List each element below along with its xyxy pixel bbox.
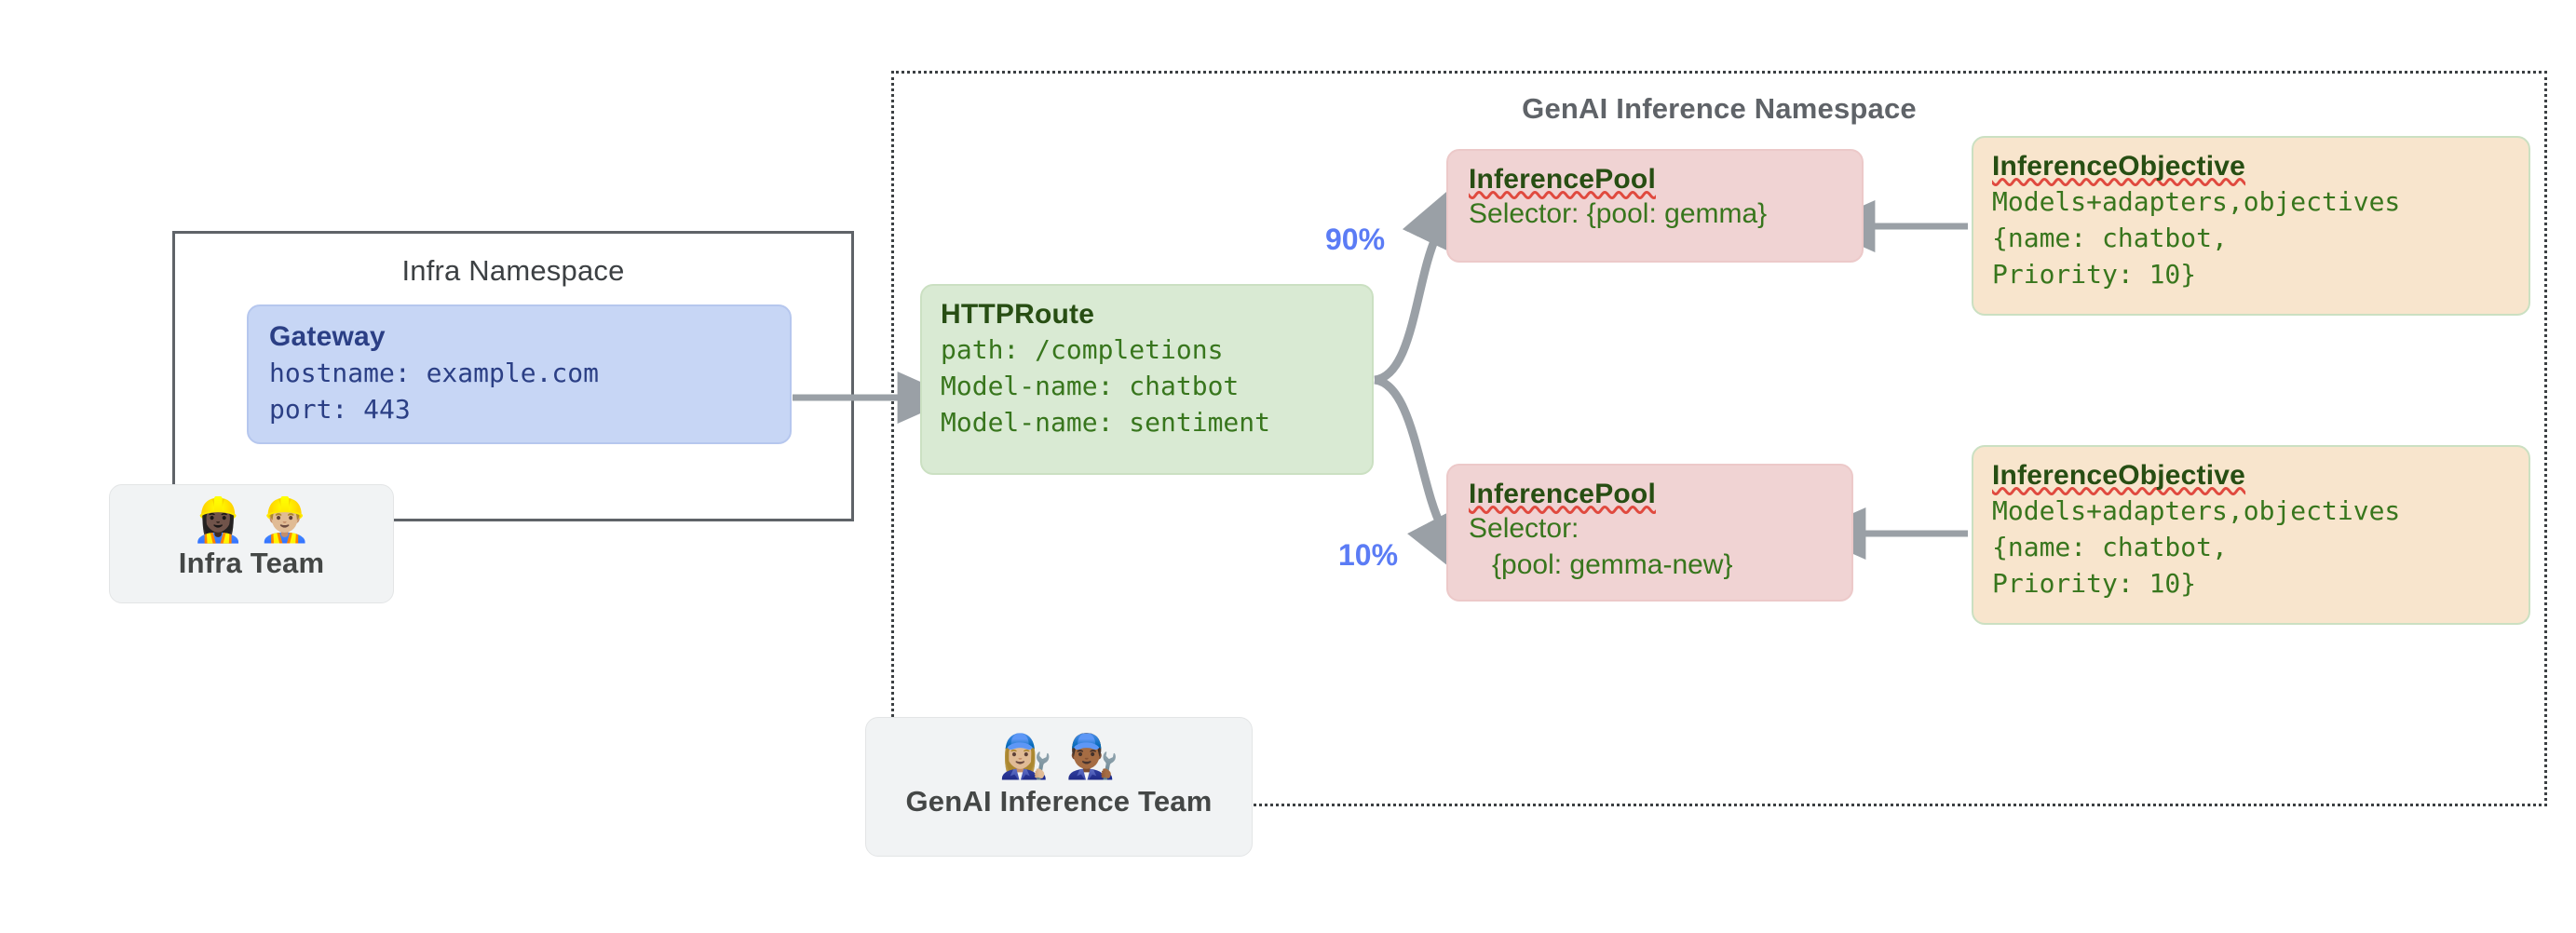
- gateway-title: Gateway: [269, 321, 386, 352]
- inferenceobjective-top-body: Models+adapters,objectives {name: chatbo…: [1992, 186, 2401, 291]
- httproute-node[interactable]: HTTPRoute path: /completions Model-name:…: [920, 284, 1374, 475]
- httproute-body: path: /completions Model-name: chatbot M…: [941, 334, 1271, 439]
- infra-team-chip: 👷🏿‍♀️👷🏼‍♂️ Infra Team: [109, 484, 394, 603]
- inferenceobjective-bottom-node[interactable]: InferenceObjective Models+adapters,objec…: [1972, 445, 2530, 625]
- inferencepool-gemma-node[interactable]: InferencePool Selector: {pool: gemma}: [1446, 149, 1864, 263]
- httproute-title: HTTPRoute: [941, 299, 1095, 330]
- inferencepool-gemma-new-body: Selector: {pool: gemma-new}: [1469, 513, 1733, 580]
- construction-workers-icon: 👷🏿‍♀️👷🏼‍♂️: [191, 495, 325, 544]
- genai-namespace-title: GenAI Inference Namespace: [1522, 92, 1917, 125]
- inferenceobjective-top-node[interactable]: InferenceObjective Models+adapters,objec…: [1972, 136, 2530, 316]
- infra-namespace-title: Infra Namespace: [401, 254, 625, 287]
- inferenceobjective-bottom-title: InferenceObjective: [1992, 460, 2246, 491]
- inferencepool-gemma-new-title: InferencePool: [1469, 479, 1656, 509]
- inferenceobjective-bottom-body: Models+adapters,objectives {name: chatbo…: [1992, 495, 2401, 600]
- inferencepool-gemma-new-node[interactable]: InferencePool Selector: {pool: gemma-new…: [1446, 464, 1853, 602]
- genai-inference-team-chip: 👩🏼‍🔧👨🏾‍🔧 GenAI Inference Team: [865, 717, 1253, 857]
- gateway-node[interactable]: Gateway hostname: example.com port: 443: [247, 304, 792, 444]
- inferencepool-gemma-title: InferencePool: [1469, 164, 1656, 195]
- inferencepool-gemma-body: Selector: {pool: gemma}: [1469, 198, 1768, 229]
- traffic-weight-90: 90%: [1325, 223, 1386, 256]
- inferenceobjective-top-title: InferenceObjective: [1992, 151, 2246, 182]
- mechanics-icon: 👩🏼‍🔧👨🏾‍🔧: [998, 732, 1132, 780]
- genai-inference-namespace-boundary: GenAI Inference Namespace: [891, 71, 2547, 806]
- infra-namespace-boundary: Infra Namespace: [172, 231, 854, 521]
- genai-inference-team-label: GenAI Inference Team: [905, 785, 1213, 818]
- infra-team-label: Infra Team: [178, 547, 325, 579]
- gateway-body: hostname: example.com port: 443: [269, 358, 600, 426]
- traffic-weight-10: 10%: [1338, 538, 1399, 572]
